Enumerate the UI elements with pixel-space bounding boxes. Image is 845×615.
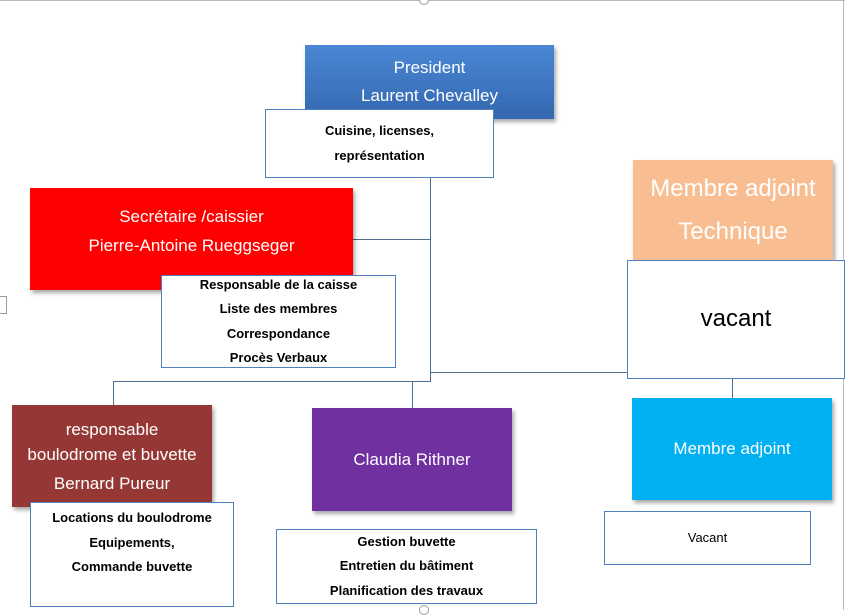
tech-member-line1: Membre adjoint <box>650 175 816 202</box>
connector-member <box>732 378 733 398</box>
connector-tech-member <box>430 372 627 373</box>
boulodrome-box[interactable]: responsable boulodrome et buvette Bernar… <box>12 405 212 507</box>
member-role: Membre adjoint <box>673 439 791 458</box>
secretary-task-1: Responsable de la caisse <box>199 276 358 292</box>
president-role: President <box>393 58 466 77</box>
secretary-role: Secrétaire /caissier <box>119 207 264 226</box>
resize-handle-top[interactable] <box>419 0 429 5</box>
member-status-box[interactable]: Vacant <box>604 511 811 565</box>
secretary-task-3: Correspondance <box>226 325 331 341</box>
claudia-task-2: Entretien du bâtiment <box>339 558 474 574</box>
connector-boulodrome <box>113 381 114 405</box>
boulodrome-task-3: Commande buvette <box>71 559 193 574</box>
tech-member-line2: Technique <box>678 218 788 245</box>
connector-member-bar <box>430 373 431 382</box>
secretary-tasks-box[interactable]: Responsable de la caisse Liste des membr… <box>161 275 396 368</box>
president-task-1: Cuisine, licenses, <box>324 123 435 138</box>
secretary-name: Pierre-Antoine Rueggseger <box>88 236 295 255</box>
claudia-name: Claudia Rithner <box>353 449 471 469</box>
president-tasks-box[interactable]: Cuisine, licenses, représentation <box>265 109 494 178</box>
claudia-task-3: Planification des travaux <box>329 582 484 598</box>
resize-handle-bottom[interactable] <box>419 605 429 615</box>
connector-level2-bar <box>113 381 431 382</box>
claudia-tasks-box[interactable]: Gestion buvette Entretien du bâtiment Pl… <box>276 529 537 604</box>
boulodrome-task-1: Locations du boulodrome <box>52 510 212 525</box>
president-box[interactable]: President Laurent Chevalley <box>305 45 554 119</box>
secretary-task-4: Procès Verbaux <box>229 350 328 365</box>
connector-trunk <box>430 176 431 382</box>
boulodrome-name: Bernard Pureur <box>53 473 171 493</box>
tech-member-status: vacant <box>700 305 772 333</box>
tech-member-box[interactable]: Membre adjoint Technique <box>633 160 833 260</box>
claudia-box[interactable]: Claudia Rithner <box>312 408 512 511</box>
president-name: Laurent Chevalley <box>360 86 499 105</box>
resize-handle-left[interactable] <box>0 296 7 314</box>
tech-member-status-box[interactable]: vacant <box>627 260 845 379</box>
boulodrome-line1: responsable <box>65 419 159 439</box>
boulodrome-tasks-box[interactable]: Locations du boulodrome Equipements, Com… <box>30 502 234 607</box>
connector-claudia-bar <box>412 381 413 408</box>
claudia-task-1: Gestion buvette <box>357 533 456 549</box>
boulodrome-line2: boulodrome et buvette <box>27 444 197 464</box>
member-status: Vacant <box>687 529 728 545</box>
connector-secretary <box>353 239 430 240</box>
president-task-2: représentation <box>334 147 425 163</box>
secretary-task-2: Liste des membres <box>219 301 338 316</box>
boulodrome-task-2: Equipements, <box>89 534 175 550</box>
member-box[interactable]: Membre adjoint <box>632 398 832 500</box>
secretary-box[interactable]: Secrétaire /caissier Pierre-Antoine Rueg… <box>30 188 353 290</box>
